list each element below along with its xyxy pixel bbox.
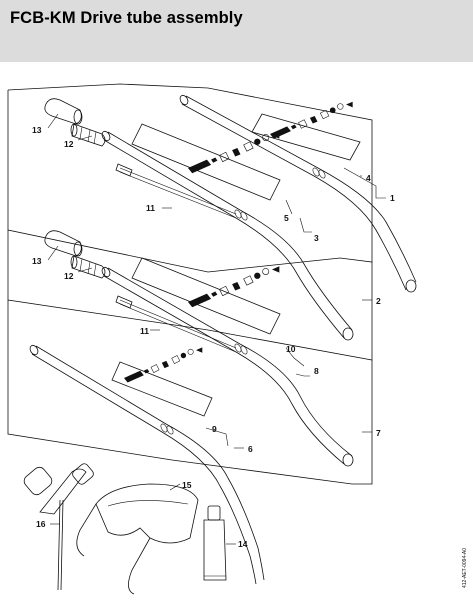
page-title: FCB-KM Drive tube assembly	[10, 9, 243, 27]
drawing-code: 412-AET-0094-A0	[462, 548, 468, 588]
callout-14: 14	[238, 539, 248, 549]
callout-12-lower: 12	[64, 271, 74, 281]
drive-tube-upper	[179, 94, 417, 293]
warning-decal-lower-middle	[131, 257, 281, 335]
drive-tube-middle	[101, 130, 354, 341]
callout-6: 6	[248, 444, 253, 454]
callout-13-lower: 13	[32, 256, 42, 266]
callout-11-upper: 11	[146, 203, 155, 213]
warning-decal-middle	[131, 123, 281, 201]
warning-decal-lower	[111, 346, 213, 417]
callout-13-upper: 13	[32, 125, 42, 135]
drive-shaft-lower	[115, 295, 237, 353]
title-bar: FCB-KM Drive tube assembly	[0, 0, 473, 62]
cap-upper	[44, 98, 83, 125]
callout-3: 3	[314, 233, 319, 243]
warning-decal-upper	[251, 101, 361, 161]
callout-2: 2	[376, 296, 381, 306]
cap-lower	[44, 230, 83, 257]
callout-8: 8	[314, 366, 319, 376]
leader-lines	[47, 113, 386, 545]
callout-4: 4	[366, 173, 371, 183]
assembly-panel-middle	[7, 230, 373, 361]
callout-9: 9	[212, 424, 217, 434]
callout-10: 10	[286, 344, 296, 354]
safety-glasses	[76, 483, 199, 595]
drive-tube-lower	[29, 344, 265, 585]
assembly-panel-lower	[7, 300, 373, 485]
plug-upper	[70, 123, 106, 147]
callout-12-upper: 12	[64, 139, 74, 149]
drive-tube-lower-middle	[101, 266, 354, 467]
plug-lower	[70, 255, 106, 279]
callout-11-lower: 11	[140, 326, 149, 336]
combination-wrench	[23, 463, 94, 591]
callout-5: 5	[284, 213, 289, 223]
callout-7: 7	[376, 428, 381, 438]
drive-shaft-upper	[115, 163, 237, 219]
callout-15: 15	[182, 480, 192, 490]
callout-16: 16	[36, 519, 46, 529]
exploded-parts-diagram: 1 4 5 3 11 12 13 2 13 12 11 10 8 7 9 6 1…	[7, 83, 468, 595]
grease-tube	[203, 505, 227, 581]
callout-labels: 1 4 5 3 11 12 13 2 13 12 11 10 8 7 9 6 1…	[32, 125, 395, 549]
callout-1: 1	[390, 193, 395, 203]
